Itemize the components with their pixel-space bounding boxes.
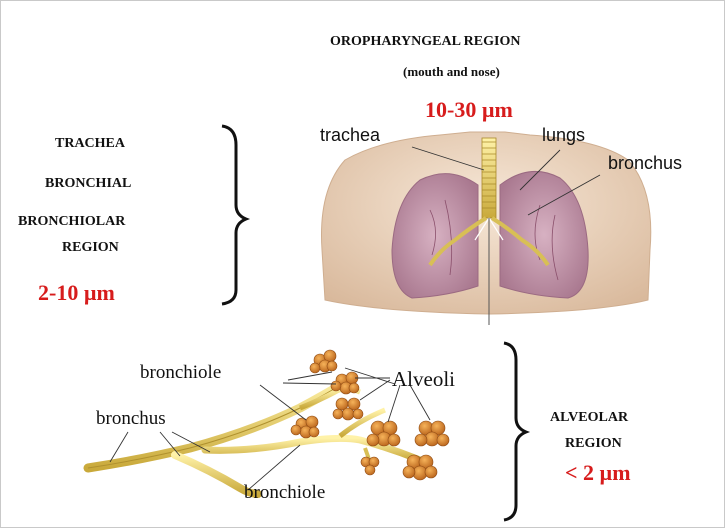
trachea-region-line2: BRONCHIAL xyxy=(45,176,131,192)
oropharyngeal-subtitle: (mouth and nose) xyxy=(403,64,500,80)
alveolar-region-line1: ALVEOLAR xyxy=(550,410,628,426)
oropharyngeal-size: 10-30 µm xyxy=(425,97,513,123)
trachea-region-line1: TRACHEA xyxy=(55,136,125,152)
label-bronchus-bottom: bronchus xyxy=(96,408,166,430)
label-bronchus-top: bronchus xyxy=(608,153,682,174)
label-bronchiole-bottom: bronchiole xyxy=(244,482,325,504)
alveolar-region-size: < 2 µm xyxy=(565,460,631,486)
label-bronchiole-top: bronchiole xyxy=(140,362,221,384)
label-lungs: lungs xyxy=(542,125,585,146)
label-alveoli: Alveoli xyxy=(392,367,455,392)
trachea-region-size: 2-10 µm xyxy=(38,280,115,306)
trachea-region-line4: REGION xyxy=(62,240,119,256)
alveolar-region-line2: REGION xyxy=(565,436,622,452)
right-brace xyxy=(504,343,526,520)
label-trachea: trachea xyxy=(320,125,380,146)
left-brace xyxy=(222,126,246,304)
trachea-region-line3: BRONCHIOLAR xyxy=(18,214,125,230)
oropharyngeal-title: OROPHARYNGEAL REGION xyxy=(330,34,520,50)
